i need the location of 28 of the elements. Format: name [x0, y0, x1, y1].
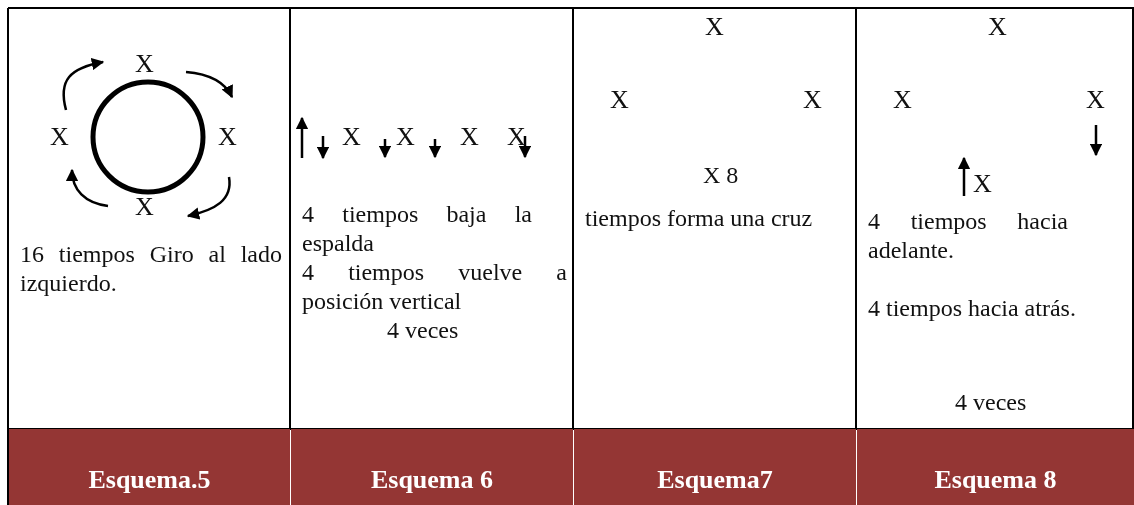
- dancer-mark: X: [460, 123, 479, 151]
- dancer-mark: X: [218, 123, 237, 151]
- column-heading: Esquema.5: [9, 429, 290, 505]
- column-heading: Esquema 6: [291, 429, 573, 505]
- dancer-mark: X: [135, 193, 154, 221]
- dancer-mark: X: [342, 123, 361, 151]
- instruction-text: tiempos forma una cruz: [585, 204, 814, 233]
- dancer-mark: X: [893, 86, 912, 114]
- column-heading: Esquema7: [574, 429, 856, 505]
- dancer-mark: X: [396, 123, 415, 151]
- dancer-mark: X: [973, 170, 992, 198]
- dancer-mark: X: [803, 86, 822, 114]
- instruction-text: X 8: [703, 161, 739, 190]
- instruction-text: 4 tiempos vuelve a posición vertical: [302, 258, 567, 316]
- dancer-mark: X: [135, 50, 154, 78]
- instruction-text: 4 tiempos baja la espalda: [302, 200, 532, 258]
- instruction-text: 4 veces: [387, 316, 459, 345]
- instruction-text: 16 tiempos Giro al lado izquierdo.: [20, 240, 282, 298]
- column-heading: Esquema 8: [857, 429, 1134, 505]
- dancer-mark: X: [507, 123, 526, 151]
- dancer-mark: X: [705, 13, 724, 41]
- dancer-mark: X: [988, 13, 1007, 41]
- instruction-text: 4 tiempos hacia atrás.: [868, 294, 1077, 323]
- instruction-text: 4 veces: [955, 388, 1027, 417]
- instruction-text: 4 tiempos hacia adelante.: [868, 207, 1068, 265]
- dancer-mark: X: [610, 86, 629, 114]
- dancer-mark: X: [1086, 86, 1105, 114]
- dancer-mark: X: [50, 123, 69, 151]
